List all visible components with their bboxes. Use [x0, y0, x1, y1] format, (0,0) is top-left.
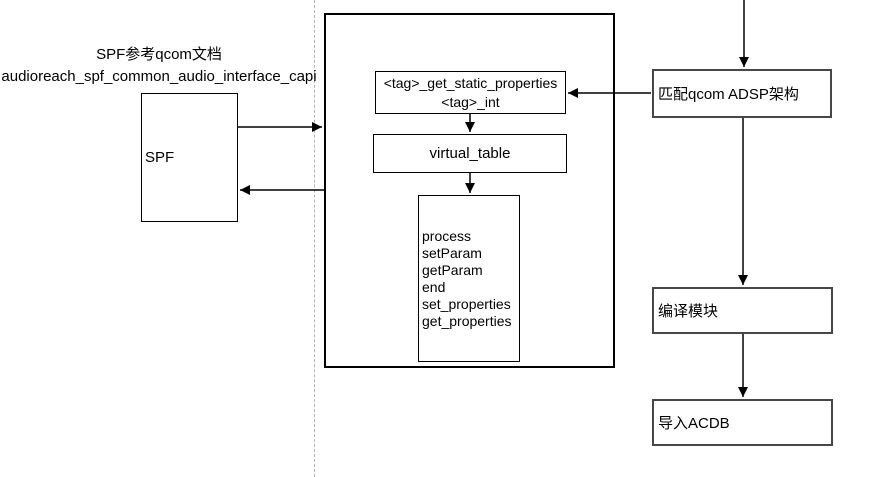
- method-getparam: getParam: [422, 261, 483, 278]
- node-capi-entry-line2: <tag>_int: [441, 93, 500, 110]
- method-set-properties: set_properties: [422, 295, 511, 312]
- module-container-box: [324, 13, 615, 368]
- node-capi-entry: <tag>_get_static_properties <tag>_int: [375, 71, 566, 114]
- node-compile-module-label: 编译模块: [658, 303, 719, 320]
- node-import-acdb-label: 导入ACDB: [658, 415, 730, 432]
- node-match-adsp-label: 匹配qcom ADSP架构: [658, 86, 799, 103]
- node-spf: SPF: [141, 93, 238, 222]
- node-import-acdb: 导入ACDB: [652, 399, 833, 446]
- node-compile-module: 编译模块: [652, 287, 833, 334]
- node-capi-entry-line1: <tag>_get_static_properties: [383, 74, 558, 91]
- method-process: process: [422, 227, 472, 244]
- spf-doc-note: SPF参考qcom文档 audioreach_spf_common_audio_…: [0, 44, 318, 88]
- node-spf-label: SPF: [145, 149, 175, 166]
- node-vtable-methods: process setParam getParam end set_proper…: [418, 195, 520, 362]
- method-get-properties: get_properties: [422, 312, 512, 329]
- spf-doc-note-line2: audioreach_spf_common_audio_interface_ca…: [1, 68, 317, 85]
- spf-doc-note-line1: SPF参考qcom文档: [96, 46, 222, 63]
- node-match-adsp: 匹配qcom ADSP架构: [652, 69, 832, 118]
- node-virtual-table: virtual_table: [373, 134, 567, 173]
- node-virtual-table-label: virtual_table: [429, 145, 511, 162]
- method-end: end: [422, 278, 446, 295]
- method-setparam: setParam: [422, 244, 482, 261]
- dashed-divider-line: [314, 0, 315, 477]
